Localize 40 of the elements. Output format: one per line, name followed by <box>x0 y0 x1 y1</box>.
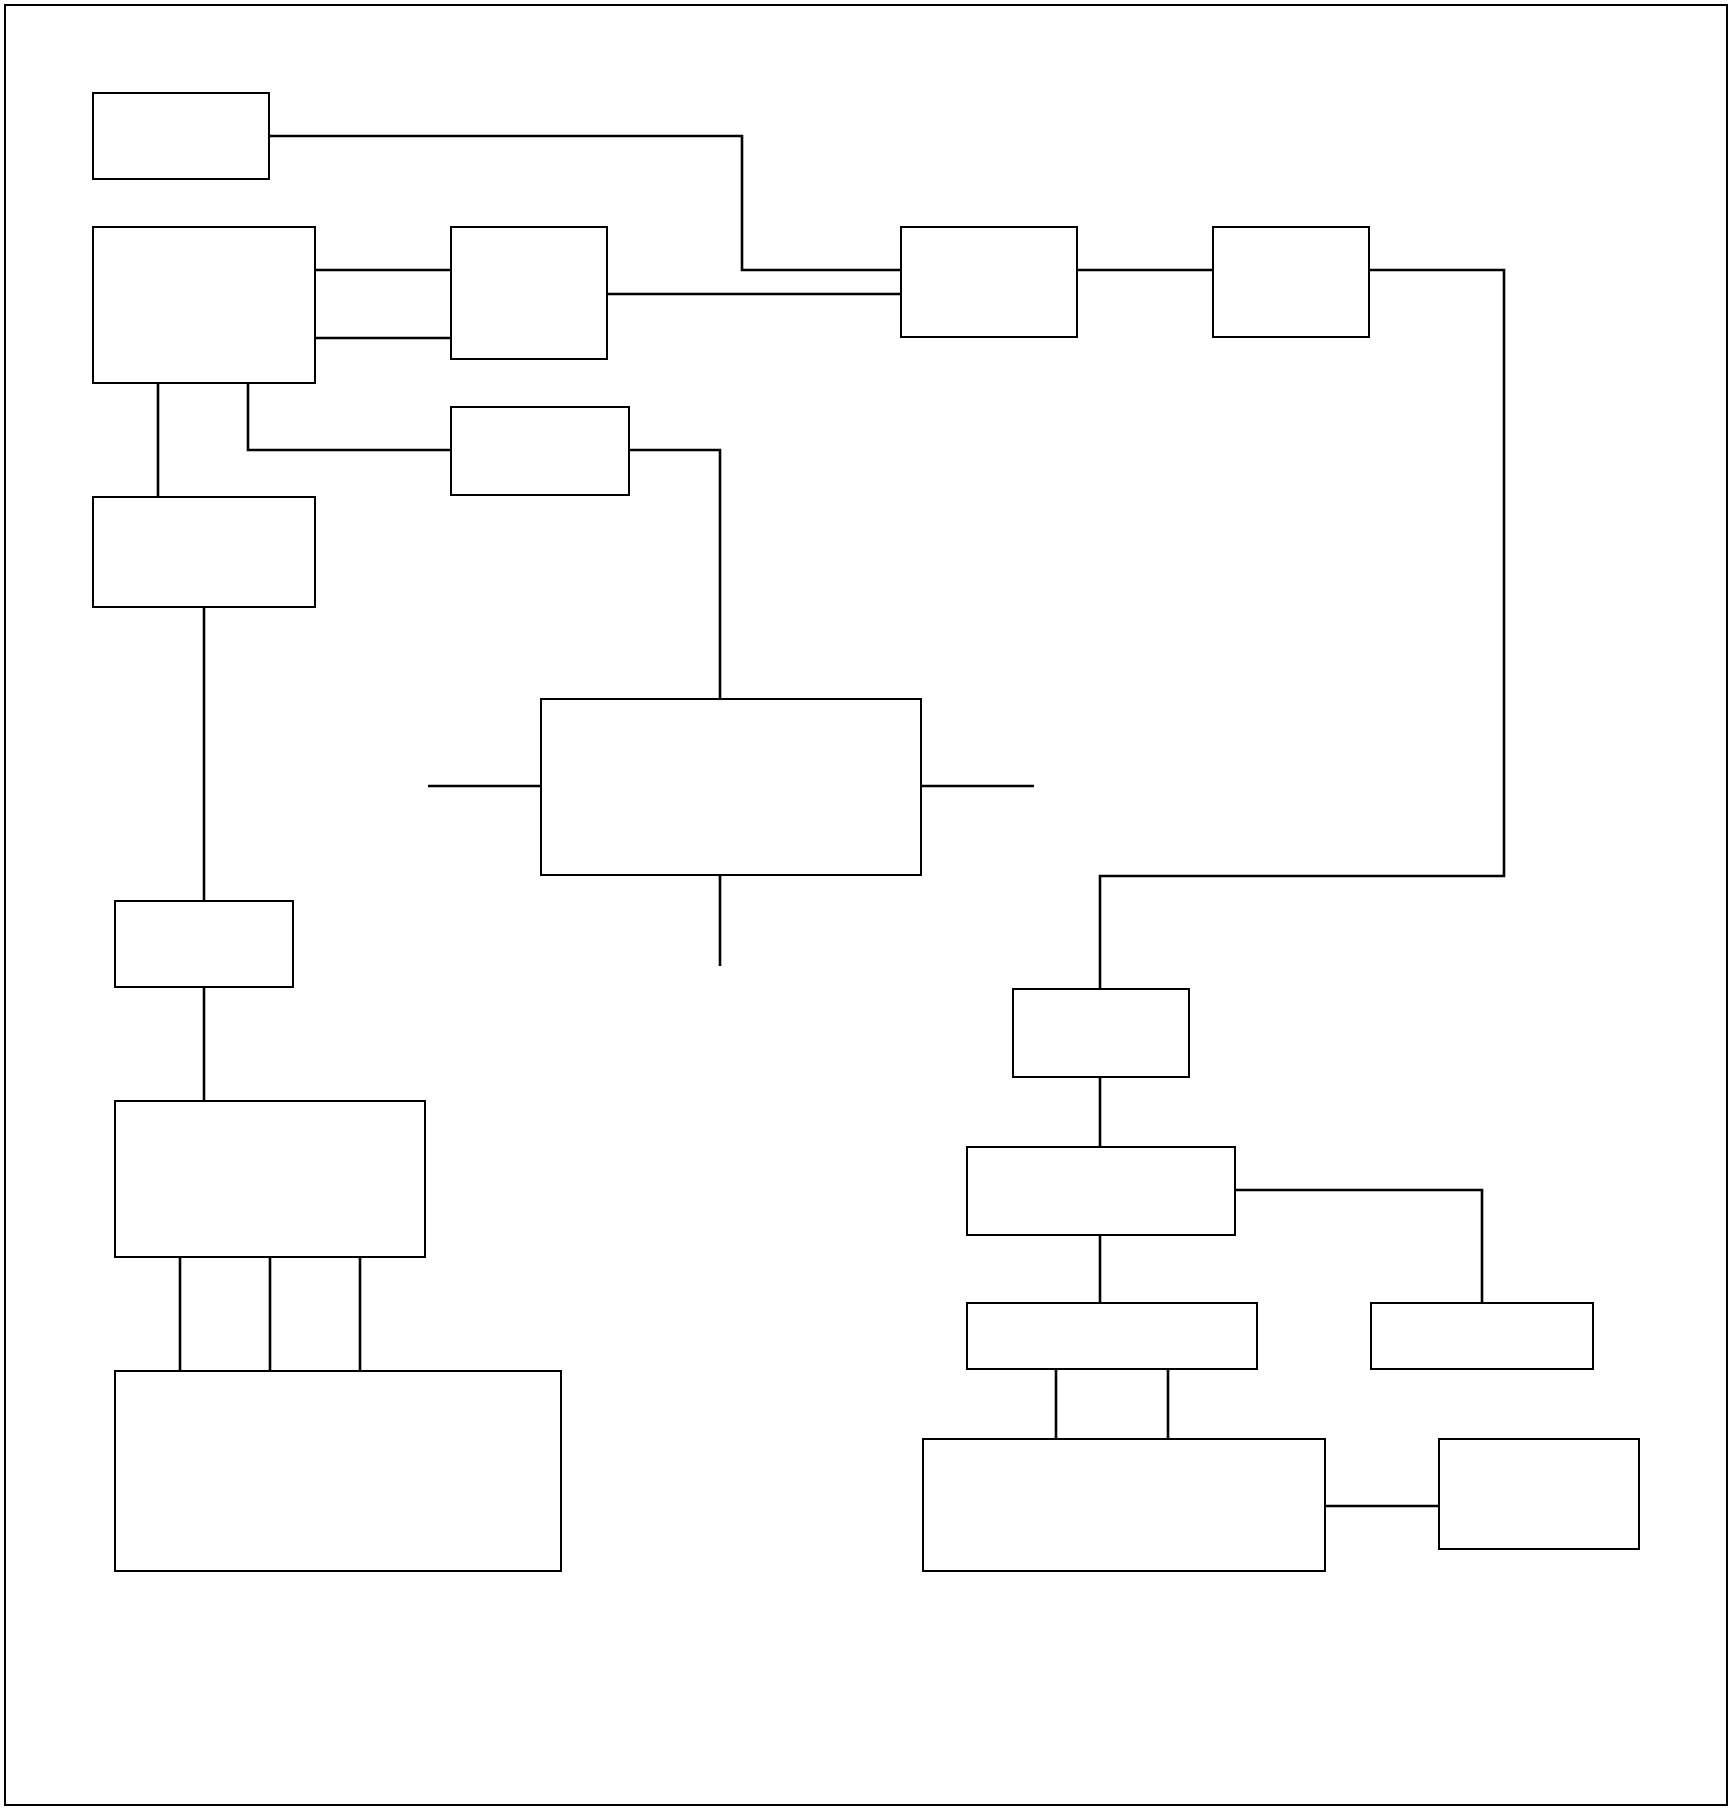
block-box <box>92 92 270 180</box>
connector-line <box>246 384 450 452</box>
block-box <box>114 1370 562 1572</box>
connector-line <box>608 292 900 296</box>
connector-line <box>718 876 722 966</box>
connector-line <box>1166 1370 1170 1438</box>
connector-line <box>630 448 722 698</box>
connector-line <box>1098 268 1506 988</box>
block-box <box>92 226 316 384</box>
connector-line <box>428 784 540 788</box>
block-box <box>1438 1438 1640 1550</box>
block-box <box>450 226 608 360</box>
connector-line <box>202 608 206 900</box>
block-box <box>114 900 294 988</box>
block-box <box>1212 226 1370 338</box>
connector-line <box>270 134 900 272</box>
block-box <box>966 1146 1236 1236</box>
connector-line <box>1326 1504 1438 1508</box>
block-box <box>1370 1302 1594 1370</box>
connector-line <box>1078 268 1212 272</box>
connector-line <box>316 268 450 272</box>
block-box <box>450 406 630 496</box>
connector-line <box>156 384 160 496</box>
block-box <box>92 496 316 608</box>
connector-line <box>1098 1078 1102 1146</box>
connector-line <box>316 336 450 340</box>
connector-line <box>922 784 1034 788</box>
connector-line <box>202 988 206 1100</box>
connector-line <box>268 1258 272 1370</box>
block-box <box>922 1438 1326 1572</box>
connector-line <box>1098 1236 1102 1302</box>
block-box <box>540 698 922 876</box>
block-box <box>966 1302 1258 1370</box>
connector-line <box>1236 1188 1484 1302</box>
connector-line <box>178 1258 182 1370</box>
block-box <box>1012 988 1190 1078</box>
block-box <box>114 1100 426 1258</box>
block-box <box>900 226 1078 338</box>
connector-line <box>1054 1370 1058 1438</box>
connector-line <box>358 1258 362 1370</box>
